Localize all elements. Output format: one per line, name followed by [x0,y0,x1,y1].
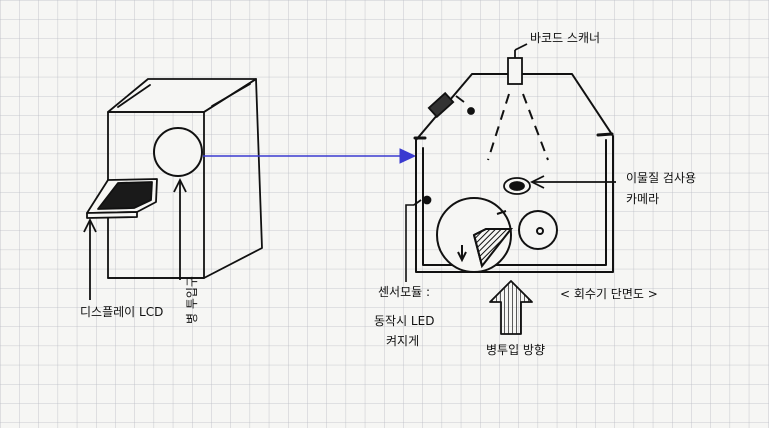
contamination-camera [503,177,531,195]
small-roller [518,210,558,250]
display-lcd-label: 디스플레이 LCD [80,305,163,319]
sensor-led-label-line2: 켜지게 [386,334,419,348]
camera-pointer-arrow [529,175,616,189]
scanner-beams [487,93,549,161]
bottle-direction-label: 병투입 방향 [486,343,545,357]
sensor-module [413,195,432,206]
inlet-pointer-arrow [173,177,187,280]
bottle-inlet-circle [153,127,203,177]
cross-section-connector [203,148,417,164]
rotating-drum [436,197,514,273]
sensor-pointer-line [405,204,414,282]
cross-section-body [413,73,614,273]
display-lcd-shape [86,178,158,219]
contamination-camera-label-line2: 카메라 [626,192,659,206]
insert-direction-arrow [489,280,533,335]
contamination-camera-label: 이물질 검사용 [626,171,696,185]
bottle-inlet-label: 병 투입구 [185,276,199,324]
lcd-pointer-arrow [83,217,97,300]
barcode-scanner-label: 바코드 스캐너 [530,31,600,45]
sensor-led-label: 동작시 LED [374,314,434,328]
kiosk-sketch [107,78,263,279]
cross-section-title: < 회수기 단면도 > [560,287,658,301]
barcode-scanner [507,43,528,85]
sensor-module-label: 센서모듈 : [378,285,430,299]
side-camera [427,91,475,119]
